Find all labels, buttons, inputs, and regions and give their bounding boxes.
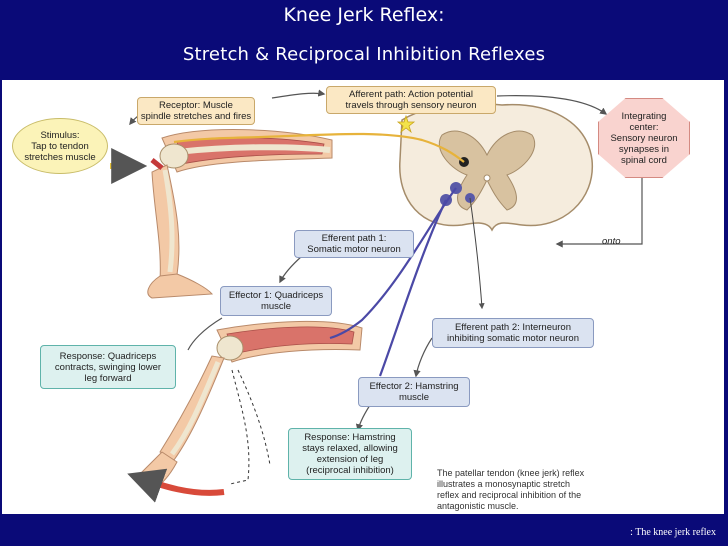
motor-neuron-path-quadriceps: [329, 187, 457, 340]
motor-neuron-path-hamstring: [378, 199, 447, 377]
upper-leg-illustration: [110, 129, 333, 299]
slide-title: Knee Jerk Reflex:: [283, 4, 445, 26]
interneuron-arrow: [469, 197, 485, 310]
slide-subtitle: Stretch & Reciprocal Inhibition Reflexes: [182, 44, 546, 65]
onto-label: onto: [602, 235, 621, 247]
effector-2-label: Effector 2: Hamstring muscle: [358, 377, 470, 407]
lower-leg-illustration: [127, 320, 363, 503]
efferent-path-1-label: Efferent path 1: Somatic motor neuron: [294, 230, 414, 258]
integrating-center-label: Integrating center: Sensory neuron synap…: [598, 98, 690, 178]
response-1-label: Response: Quadriceps contracts, swinging…: [40, 345, 176, 389]
receptor-label: Receptor: Muscle spindle stretches and f…: [137, 97, 255, 125]
response-2-label: Response: Hamstring stays relaxed, allow…: [288, 428, 412, 480]
stimulus-label: Stimulus: Tap to tendon stretches muscle: [12, 118, 108, 174]
afferent-path-label: Afferent path: Action potential travels …: [326, 86, 496, 114]
effector-1-label: Effector 1: Quadriceps muscle: [220, 286, 332, 316]
sensory-neuron-path: [173, 132, 465, 163]
slide-title-area: Knee Jerk Reflex: Stretch & Reciprocal I…: [0, 0, 728, 80]
spinal-cord-cross-section: [399, 102, 593, 232]
efferent-path-2-label: Efferent path 2: Interneuron inhibiting …: [432, 318, 594, 348]
reflex-figure: Stimulus: Tap to tendon stretches muscle…: [2, 80, 724, 514]
reflex-illustration: [110, 89, 643, 503]
figure-caption: The patellar tendon (knee jerk) reflex i…: [437, 468, 585, 511]
slide-footer: : The knee jerk reflex: [630, 527, 716, 538]
